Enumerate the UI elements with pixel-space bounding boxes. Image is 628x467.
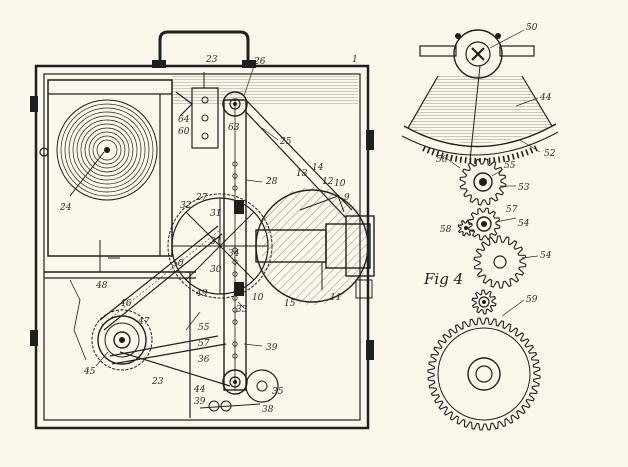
label-38: 38 (262, 405, 274, 415)
label-r54a: 54 (518, 219, 530, 229)
gear59-teeth (427, 317, 541, 431)
label-r57: 57 (506, 205, 518, 215)
label-r56: 56 (436, 155, 448, 165)
label-30: 30 (210, 265, 222, 275)
handle-mount-left (152, 60, 166, 68)
label-32: 32 (180, 201, 192, 211)
label-36: 36 (198, 355, 210, 365)
label-r59: 59 (526, 295, 538, 305)
leader-lines (95, 65, 279, 367)
label-45: 45 (83, 367, 96, 377)
label-55a: 55 (198, 323, 210, 333)
label-64: 64 (178, 115, 190, 125)
label-23b: 23 (151, 377, 164, 387)
label-60: 60 (178, 127, 190, 137)
label-r55: 55 (504, 161, 516, 171)
label-14: 14 (312, 163, 324, 173)
label-49: 49 (195, 289, 208, 299)
upper-magazine (47, 79, 173, 257)
label-r58: 58 (440, 225, 452, 235)
lower-pulley-35 (199, 369, 279, 412)
label-r50: 50 (526, 23, 538, 33)
label-15: 15 (284, 299, 296, 309)
label-r53: 53 (518, 183, 530, 193)
label-25: 25 (279, 137, 292, 147)
top-shading (172, 76, 358, 106)
lower-edge-line (69, 279, 87, 361)
label-9: 9 (344, 193, 350, 203)
main-gear-wheel (167, 193, 273, 299)
fig4-caption: Fig 4 (423, 270, 463, 288)
label-39: 39 (266, 343, 278, 353)
film-gate-bar (222, 91, 248, 395)
label-31a: 31 (210, 209, 221, 219)
label-r54b: 54 (540, 251, 552, 261)
label-31b: 31 (210, 237, 221, 247)
label-27: 27 (195, 193, 208, 203)
latch-right-top (366, 130, 374, 150)
lower-sprocket (91, 309, 153, 371)
label-24: 24 (59, 203, 72, 213)
lens-assembly (255, 186, 375, 306)
gear-54 (473, 235, 527, 289)
label-10a: 10 (334, 179, 346, 189)
camera-housing: 1 23 26 64 60 63 25 24 28 27 32 31 31 13… (30, 30, 375, 430)
sector-arm (401, 29, 559, 161)
film-roll-24 (56, 99, 158, 201)
label-33: 33 (236, 305, 248, 315)
label-23a: 23 (205, 55, 218, 65)
label-13: 13 (296, 169, 308, 179)
label-47: 47 (137, 317, 150, 327)
gear-53 (459, 158, 507, 206)
pinion-59 (471, 289, 497, 315)
label-12: 12 (322, 177, 334, 187)
latch-right-bottom (366, 340, 374, 360)
gear54-teeth (473, 235, 527, 289)
hinge-bottom-left (30, 330, 38, 346)
label-50: 50 (172, 259, 184, 269)
fig4-leaders (445, 29, 541, 317)
bracket-64 (175, 72, 219, 149)
label-28: 28 (265, 177, 278, 187)
label-34: 34 (228, 249, 240, 259)
label-44: 44 (193, 385, 206, 395)
label-1: 1 (352, 55, 358, 65)
hinge-top-left (30, 96, 38, 112)
label-48: 48 (95, 281, 108, 291)
label-r52: 52 (544, 149, 556, 159)
label-10b: 10 (252, 293, 264, 303)
label-r44: 44 (539, 93, 552, 103)
label-39b: 39 (194, 397, 206, 407)
handle-mount-right (242, 60, 256, 68)
label-63: 63 (228, 123, 240, 133)
label-46: 46 (119, 299, 132, 309)
fig4-gear-train: Fig 4 50 44 52 56 55 53 57 58 54 54 59 (401, 23, 559, 431)
label-35: 35 (272, 387, 284, 397)
label-26: 26 (253, 57, 266, 67)
gear-59 (427, 317, 541, 431)
gear-57 (467, 207, 501, 241)
label-57a: 57 (198, 339, 210, 349)
label-11: 11 (330, 293, 341, 303)
carry-handle (158, 30, 250, 62)
